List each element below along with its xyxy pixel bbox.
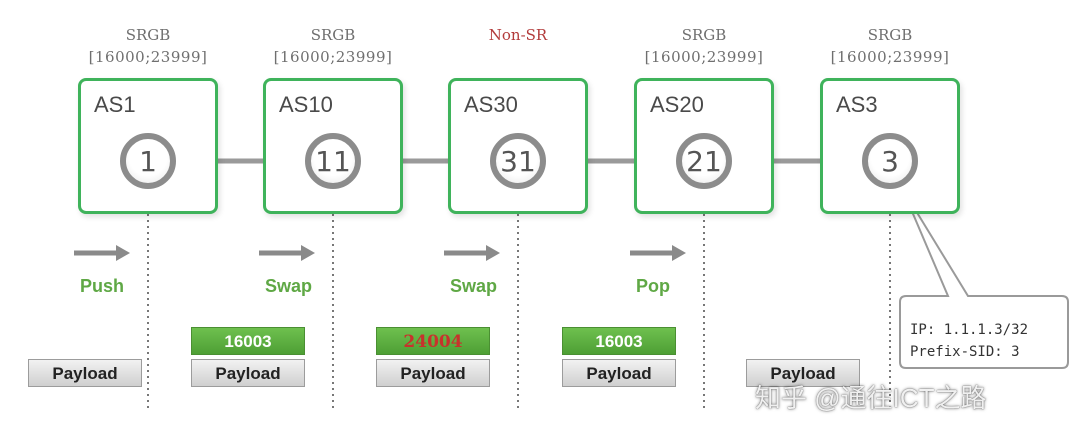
srgb-title: SRGB [681,26,727,44]
operation-label: Swap [265,276,313,296]
watermark: 知乎 @通往ICT之路 [755,383,987,413]
callout-bubble [899,187,1069,369]
as-label: AS10 [279,92,333,117]
router-node[interactable]: 31 [490,133,546,189]
payload-box: Payload [191,359,305,387]
sid-label-box: 24004 [376,327,490,355]
arrow-head [116,245,130,261]
as-label: AS3 [836,92,878,117]
payload-box: Payload [746,359,860,387]
srgb-range: [16000;23999] [273,48,393,66]
callout-prefix-sid: Prefix-SID: 3 [910,344,1020,360]
as-label: AS1 [94,92,136,117]
router-node[interactable]: 21 [676,133,732,189]
sid-label-box: 16003 [191,327,305,355]
operation-label: Swap [450,276,498,296]
arrow-head [672,245,686,261]
as-label: AS30 [464,92,518,117]
srgb-range: [16000;23999] [830,48,950,66]
srgb-range: [16000;23999] [644,48,764,66]
arrow-head [301,245,315,261]
router-node[interactable]: 11 [305,133,361,189]
payload-box: Payload [28,359,142,387]
arrow-head [486,245,500,261]
sid-label-box: 16003 [562,327,676,355]
srgb-title: Non-SR [488,26,548,44]
operation-label: Pop [636,276,670,296]
payload-box: Payload [376,359,490,387]
srgb-title: SRGB [867,26,913,44]
payload-box: Payload [562,359,676,387]
callout-ip: IP: 1.1.1.3/32 [910,322,1029,338]
srgb-title: SRGB [125,26,171,44]
srgb-title: SRGB [310,26,356,44]
as-label: AS20 [650,92,704,117]
srgb-range: [16000;23999] [88,48,208,66]
operation-label: Push [80,276,125,296]
router-node[interactable]: 1 [120,133,176,189]
router-node[interactable]: 3 [862,133,918,189]
